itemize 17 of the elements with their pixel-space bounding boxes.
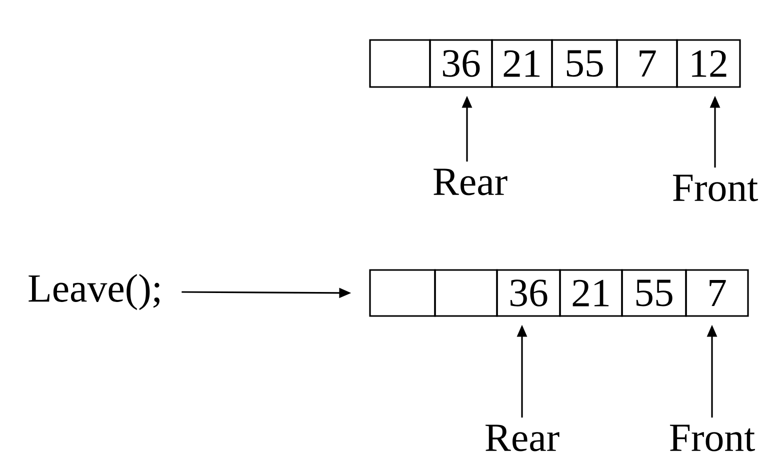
code-label: Leave(); — [28, 274, 160, 310]
array-cell: 36 — [429, 39, 493, 88]
array-cell: 55 — [621, 269, 687, 317]
array-cell: 55 — [551, 39, 618, 88]
array-cell — [369, 39, 431, 88]
array-cell: 21 — [491, 39, 553, 88]
array-cell — [434, 269, 498, 317]
pointer-label: Front — [672, 174, 758, 202]
array-cell: 21 — [559, 269, 623, 317]
array-cell — [369, 269, 436, 317]
array-cell: 36 — [496, 269, 561, 317]
array-cell: 12 — [676, 39, 741, 88]
array-cell: 7 — [616, 39, 678, 88]
array-cell: 7 — [685, 269, 749, 317]
pointer-label: Rear — [486, 424, 560, 452]
pointer-label: Front — [670, 424, 755, 452]
pointer-label: Rear — [434, 168, 508, 196]
